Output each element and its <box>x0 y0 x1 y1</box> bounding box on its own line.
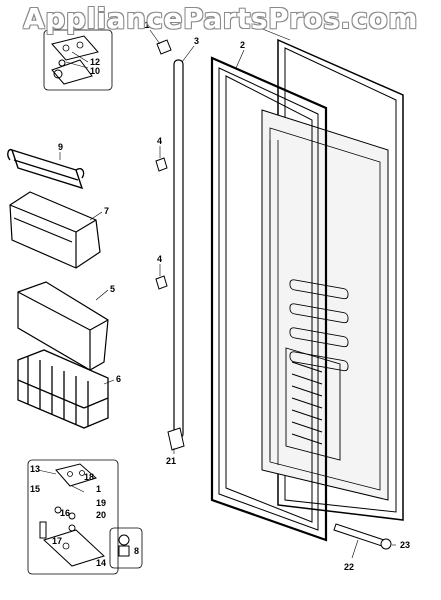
door-rod <box>173 59 184 439</box>
leader-lines <box>37 25 396 559</box>
callout-4-upper: 4 <box>157 136 162 146</box>
wire-basket <box>17 349 109 429</box>
callout-3: 3 <box>194 36 199 46</box>
callout-1-kit: 1 <box>96 484 101 494</box>
callout-13: 13 <box>30 464 40 474</box>
callout-5: 5 <box>110 284 115 294</box>
callout-labels: 1 2 3 11 12 10 9 4 7 4 5 6 21 13 18 15 1… <box>30 16 410 572</box>
wire-shelf-rail <box>7 148 85 190</box>
callout-22: 22 <box>344 562 354 572</box>
callout-1: 1 <box>258 16 263 26</box>
hinge-pin-upper <box>155 157 168 172</box>
top-hinge-kit <box>43 29 113 91</box>
callout-15: 15 <box>30 484 40 494</box>
callout-20: 20 <box>96 510 106 520</box>
callout-7: 7 <box>104 206 109 216</box>
callout-9: 9 <box>58 142 63 152</box>
callout-6: 6 <box>116 374 121 384</box>
callout-21: 21 <box>166 456 176 466</box>
callout-2: 2 <box>240 40 245 50</box>
callout-19: 19 <box>96 498 106 508</box>
door-clip <box>156 39 172 55</box>
dairy-bin <box>17 281 109 371</box>
callout-4-lower: 4 <box>157 254 162 264</box>
lower-door-clip <box>167 427 185 451</box>
door-panel <box>210 38 404 542</box>
door-bin <box>9 191 101 269</box>
bottom-cap <box>380 538 392 550</box>
bottom-rod <box>333 523 385 547</box>
hinge-pin-lower <box>155 275 168 290</box>
callout-16: 16 <box>60 508 70 518</box>
bottom-hinge-kit <box>27 459 119 575</box>
callout-23: 23 <box>400 540 410 550</box>
callout-17: 17 <box>52 536 62 546</box>
callout-11: 11 <box>140 20 150 30</box>
callout-12: 12 <box>90 57 100 67</box>
callout-10: 10 <box>90 66 100 76</box>
cam-kit <box>109 527 143 569</box>
watermark-logo: AppliancePartsPros.com <box>23 2 418 35</box>
callout-18: 18 <box>84 472 94 482</box>
callout-8: 8 <box>134 546 139 556</box>
callout-14: 14 <box>96 558 106 568</box>
